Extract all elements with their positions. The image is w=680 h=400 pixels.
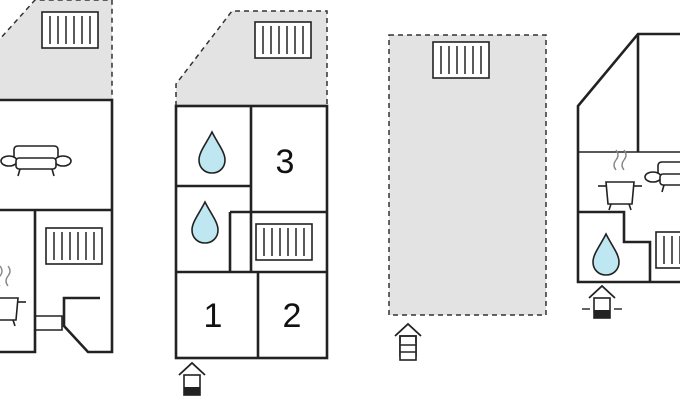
room-number-3: 3 [276,143,295,181]
radiator-icon [254,21,312,59]
radiator-icon [655,231,680,269]
outer-wall [0,98,114,354]
entrance-arrow-icon [588,285,616,319]
radiator-icon [432,41,490,79]
radiator-icon [45,227,103,265]
cooking-pot-icon [0,265,27,327]
floor-plan-b: 3 1 2 [174,10,329,396]
radiator-icon [41,11,99,49]
sofa-icon [0,145,72,177]
room-number-1: 1 [204,297,223,335]
room-number-2: 2 [283,297,302,335]
sofa-icon [644,161,680,193]
outer-wall [576,32,680,284]
floor-plan-d [576,32,680,319]
water-drop-icon [191,201,219,244]
cooking-pot-icon [597,149,643,211]
floor-plan-a [0,0,114,354]
floor-plan-c [388,34,547,361]
water-drop-icon [592,233,620,276]
entrance-arrow-icon [178,362,206,396]
terrace-area [388,34,547,316]
radiator-icon [255,223,313,261]
water-drop-icon [198,131,226,174]
